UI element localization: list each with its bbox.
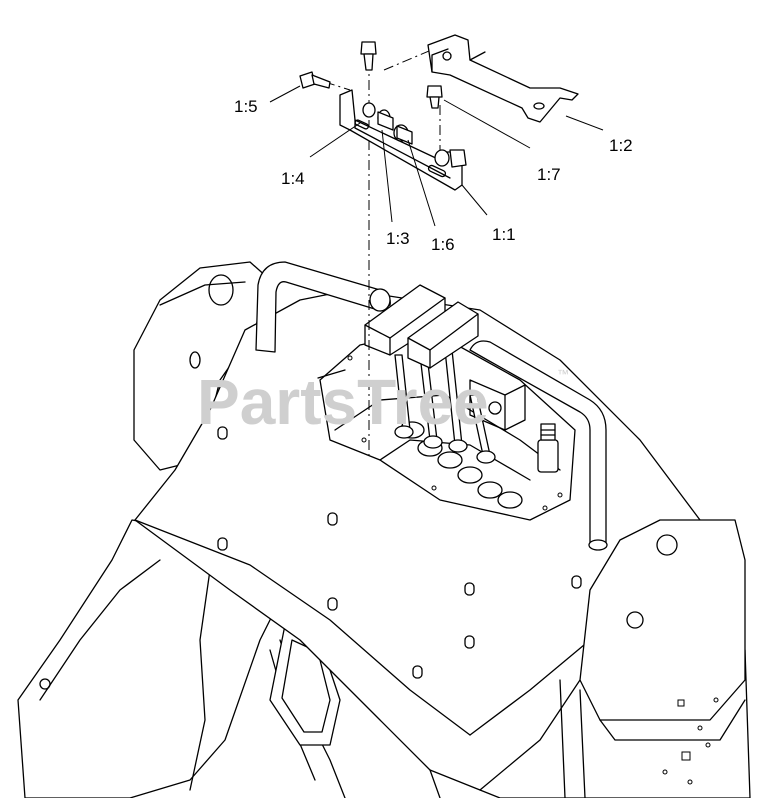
callout-1-7: 1:7 — [537, 165, 561, 184]
grab-handle-right — [469, 340, 608, 551]
leader-lines — [269, 85, 604, 227]
callout-1-6: 1:6 — [431, 235, 455, 254]
callout-1-3: 1:3 — [386, 229, 410, 248]
callout-1-1: 1:1 — [492, 225, 516, 244]
watermark: PartsTree ™ — [197, 366, 569, 438]
callout-1-4: 1:4 — [281, 169, 305, 188]
plate-slots — [217, 426, 582, 679]
hydraulic-fitting — [537, 423, 559, 473]
control-levers — [364, 284, 496, 464]
watermark-text: PartsTree — [197, 366, 489, 438]
callout-1-2: 1:2 — [609, 136, 633, 155]
callout-1-5: 1:5 — [234, 97, 258, 116]
watermark-trademark: ™ — [557, 367, 569, 381]
grab-handle-left — [255, 261, 391, 353]
callout-labels: 1:5 1:4 1:3 1:6 1:1 1:7 1:2 — [234, 97, 633, 254]
lever-bracket-assembly — [299, 34, 579, 460]
